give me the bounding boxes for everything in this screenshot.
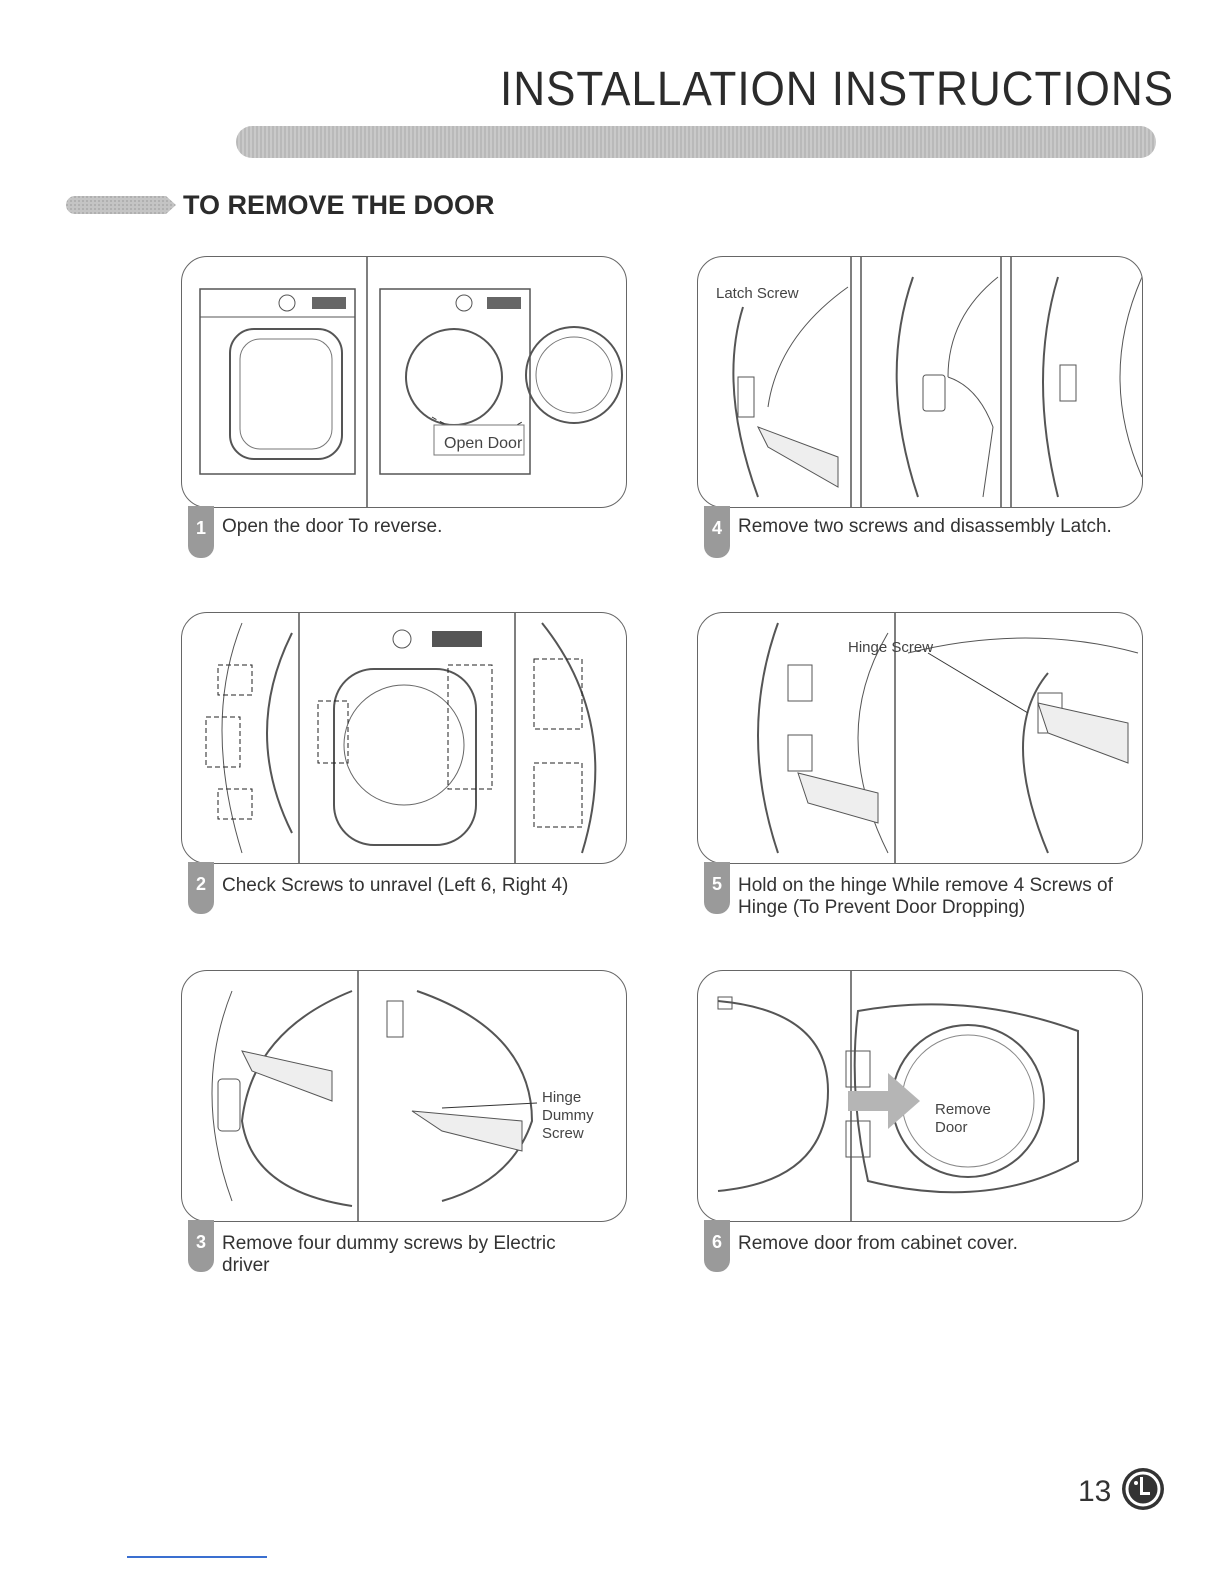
step-2-illustration bbox=[181, 612, 627, 864]
step-1-badge: 1 bbox=[188, 506, 214, 558]
step-1-illustration: Open Door bbox=[181, 256, 627, 508]
hinge-dummy-screw-label-line1: Hinge bbox=[542, 1089, 582, 1106]
step-5-badge: 5 bbox=[704, 862, 730, 914]
step-5-illustration: Hinge Screw bbox=[697, 612, 1143, 864]
section-bullet-icon bbox=[66, 196, 176, 214]
step-6-illustration: Remove Door bbox=[697, 970, 1143, 1222]
step-5-number: 5 bbox=[711, 874, 722, 894]
open-door-label: Open Door bbox=[444, 435, 523, 452]
step-3-number: 3 bbox=[195, 1232, 206, 1252]
screw-locations-drawing bbox=[205, 613, 597, 863]
remove-door-label-line2: Door bbox=[935, 1119, 968, 1136]
door-removal-drawing bbox=[717, 971, 1079, 1221]
hinge-screw-label: Hinge Screw bbox=[848, 639, 934, 656]
remove-door-label-line1: Remove bbox=[935, 1101, 991, 1118]
step-2-badge: 2 bbox=[188, 862, 214, 914]
step-6-badge: 6 bbox=[704, 1220, 730, 1272]
step-3-illustration: Hinge Dummy Screw bbox=[181, 970, 627, 1222]
step-5-caption: Hold on the hinge While remove 4 Screws … bbox=[738, 875, 1113, 918]
step-2-number: 2 bbox=[195, 874, 206, 894]
step-4-illustration: Latch Screw bbox=[697, 256, 1143, 508]
lg-logo-icon bbox=[1122, 1468, 1164, 1510]
step-1-number: 1 bbox=[195, 518, 206, 538]
hinge-screw-removal-drawing bbox=[757, 613, 1139, 863]
step-2-caption: Check Screws to unravel (Left 6, Right 4… bbox=[222, 875, 569, 896]
step-3-caption: Remove four dummy screws by Electric dri… bbox=[222, 1233, 556, 1276]
step-4-badge: 4 bbox=[704, 506, 730, 558]
step-3-badge: 3 bbox=[188, 1220, 214, 1272]
title-bar bbox=[236, 126, 1156, 158]
latch-screw-label: Latch Screw bbox=[716, 285, 799, 302]
hinge-dummy-screw-label-line2: Dummy bbox=[542, 1107, 594, 1124]
step-6-number: 6 bbox=[711, 1232, 722, 1252]
page-title: INSTALLATION INSTRUCTIONS bbox=[500, 63, 1175, 116]
latch-screw-removal-drawing bbox=[732, 257, 1142, 507]
dryer-closed-and-open-drawing bbox=[199, 257, 623, 507]
page-number: 13 bbox=[1078, 1475, 1112, 1508]
step-4-caption: Remove two screws and disassembly Latch. bbox=[738, 516, 1112, 537]
section-title: TO REMOVE THE DOOR bbox=[183, 190, 495, 220]
step-4-number: 4 bbox=[711, 518, 722, 538]
dummy-screw-removal-drawing bbox=[211, 971, 538, 1221]
footer-rule bbox=[127, 1556, 267, 1558]
step-6-caption: Remove door from cabinet cover. bbox=[738, 1233, 1018, 1254]
step-1-caption: Open the door To reverse. bbox=[222, 516, 443, 537]
hinge-dummy-screw-label-line3: Screw bbox=[542, 1125, 584, 1142]
